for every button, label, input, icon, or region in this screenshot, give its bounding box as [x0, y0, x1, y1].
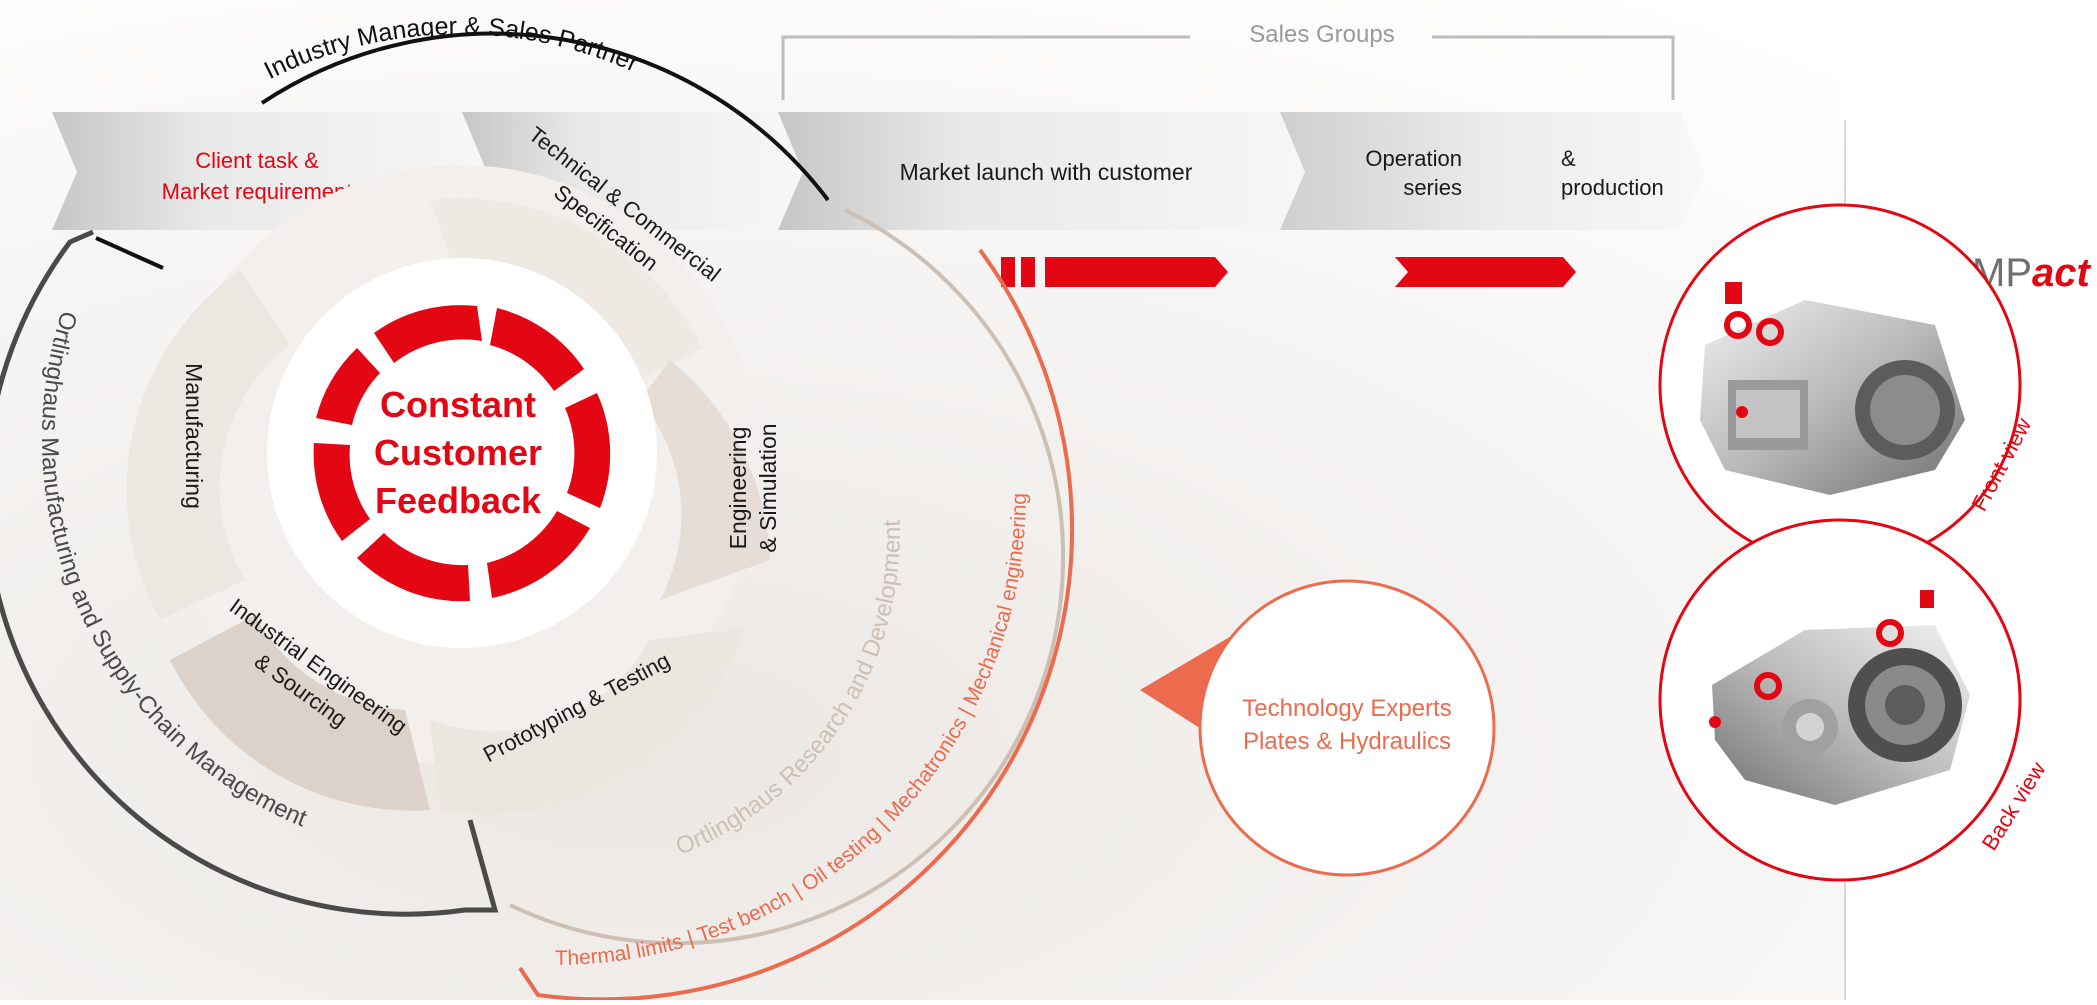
cycle-arrow-4	[487, 511, 590, 598]
cycle-arrow-1	[374, 305, 482, 363]
manufacturing-label: Manufacturing	[181, 363, 207, 509]
client-task-line1: Client task &	[195, 148, 319, 173]
technology-experts-line2: Plates & Hydraulics	[1243, 728, 1451, 755]
cycle-arrow-2	[490, 308, 584, 391]
operation-line2: series	[1403, 175, 1462, 200]
cycle-arrow-3	[565, 393, 611, 508]
expertise-arc	[518, 248, 1074, 1002]
center-line1: Constant	[380, 384, 536, 425]
engineering-line1: Engineering	[725, 427, 751, 550]
center-line2: Customer	[374, 432, 542, 473]
operation-line1: Operation	[1365, 146, 1462, 171]
segment-industrial	[170, 615, 430, 811]
segment-engineering	[640, 360, 770, 600]
gearbox-back-image	[1709, 590, 1970, 805]
market-launch-label: Market launch with customer	[900, 159, 1193, 185]
marker-arrow-2	[1395, 257, 1576, 287]
cycle-arrow-6	[313, 443, 370, 541]
chevron-market-launch	[778, 112, 1305, 230]
process-wheel: Constant Customer Feedback Technical & C…	[126, 122, 781, 815]
chevron-operation	[1280, 112, 1705, 230]
gearbox-front-image	[1700, 282, 1965, 495]
cycle-arrow-7	[316, 348, 380, 425]
research-arc	[509, 208, 1066, 946]
product-views: COMPact Front view	[1658, 203, 2091, 882]
marker-bar-1	[1001, 257, 1015, 287]
marker-arrow-1	[1045, 257, 1228, 287]
cycle-arrow-5	[357, 533, 470, 602]
brand-part2: act	[2032, 251, 2091, 295]
technology-experts-bubble: Technology Experts Plates & Hydraulics	[1140, 579, 1496, 877]
center-line3: Feedback	[375, 480, 542, 521]
feedback-cycle	[313, 305, 611, 602]
production-line1: &	[1561, 146, 1576, 171]
sales-groups-bracket: Sales Groups	[781, 21, 1675, 100]
production-line2: production	[1561, 175, 1664, 200]
manufacturing-scm-arc	[0, 229, 499, 917]
sales-groups-label: Sales Groups	[1249, 21, 1394, 48]
timeline-markers	[1001, 257, 1576, 287]
technology-experts-line1: Technology Experts	[1242, 695, 1451, 722]
bubble-circle	[1198, 579, 1496, 877]
engineering-line2: & Simulation	[755, 423, 781, 552]
segment-prototyping	[430, 628, 745, 815]
marker-bar-2	[1021, 257, 1035, 287]
top-arc	[260, 31, 830, 202]
segment-manufacturing	[126, 270, 291, 620]
